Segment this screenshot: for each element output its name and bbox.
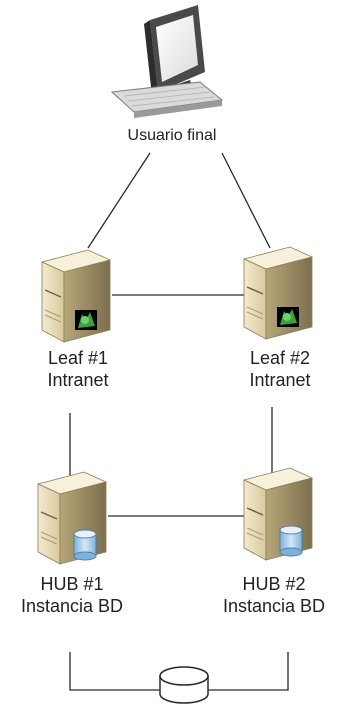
edge-hub2-storage — [208, 652, 289, 691]
leaf2-label: Leaf #2 Intranet — [210, 347, 345, 391]
hub1-server-icon — [36, 471, 108, 565]
hub1-label: HUB #1 Instancia BD — [2, 573, 142, 617]
edge-hub1-storage — [69, 652, 160, 691]
connections — [69, 152, 289, 691]
hub2-server-icon — [242, 467, 314, 561]
leaf2-label-name: Leaf #2 — [249, 348, 311, 368]
shared-storage-icon — [159, 666, 209, 704]
hub1-label-name: HUB #1 — [40, 574, 104, 594]
leaf2-label-role: Intranet — [249, 370, 311, 390]
leaf1-label: Leaf #1 Intranet — [8, 347, 148, 391]
user-label-text: Usuario final — [127, 127, 217, 144]
user-label: Usuario final — [102, 125, 242, 147]
hub1-label-role: Instancia BD — [20, 596, 124, 616]
hub2-label-role: Instancia BD — [222, 596, 326, 616]
database-icon — [73, 529, 97, 561]
leaf1-server-icon — [40, 249, 112, 343]
database-icon — [279, 525, 303, 557]
hub2-label-name: HUB #2 — [242, 574, 306, 594]
hub2-label: HUB #2 Instancia BD — [204, 573, 344, 617]
leaf1-label-name: Leaf #1 — [47, 348, 109, 368]
edge-user-leaf1 — [87, 152, 151, 249]
leaf2-server-icon — [242, 246, 314, 340]
workstation-icon — [110, 5, 224, 118]
edge-user-leaf2 — [221, 152, 271, 249]
leaf1-label-role: Intranet — [47, 370, 109, 390]
